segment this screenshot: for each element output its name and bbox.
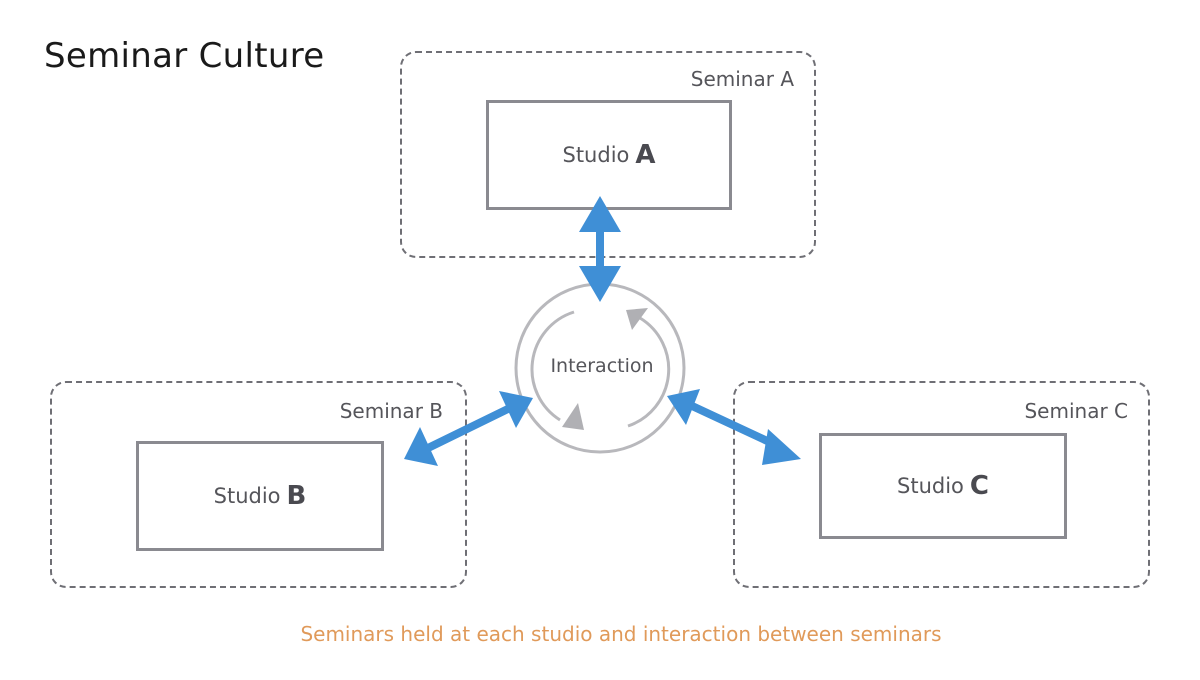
studio-b-label: Studio (213, 484, 281, 508)
seminar-b-label: Seminar B (339, 399, 443, 423)
studio-a-label: Studio (562, 143, 630, 167)
diagram-caption: Seminars held at each studio and interac… (300, 622, 942, 646)
page-title: Seminar Culture (44, 36, 325, 76)
studio-c-box: Studio C (819, 433, 1067, 539)
arrow-c-hub (667, 389, 801, 465)
studio-b-letter: B (286, 481, 307, 511)
studio-a-letter: A (635, 140, 656, 170)
cycle-arc-left (530, 310, 575, 422)
studio-b-box: Studio B (136, 441, 384, 551)
seminar-c-region: Seminar C Studio C (733, 381, 1150, 588)
studio-c-label: Studio (897, 474, 964, 498)
cycle-arc-right (627, 316, 671, 428)
arrow-a-hub (579, 196, 621, 302)
interaction-label: Interaction (550, 355, 654, 377)
studio-a-box: Studio A (486, 100, 732, 210)
seminar-a-region: Seminar A Studio A (400, 51, 816, 258)
seminar-c-label: Seminar C (1024, 399, 1128, 423)
seminar-b-region: Seminar B Studio B (50, 381, 467, 588)
seminar-a-label: Seminar A (690, 67, 794, 91)
cycle-arrowhead-up (626, 308, 648, 330)
cycle-arrowhead-down (562, 403, 584, 430)
studio-c-letter: C (969, 471, 989, 501)
arrow-b-hub (404, 391, 533, 466)
